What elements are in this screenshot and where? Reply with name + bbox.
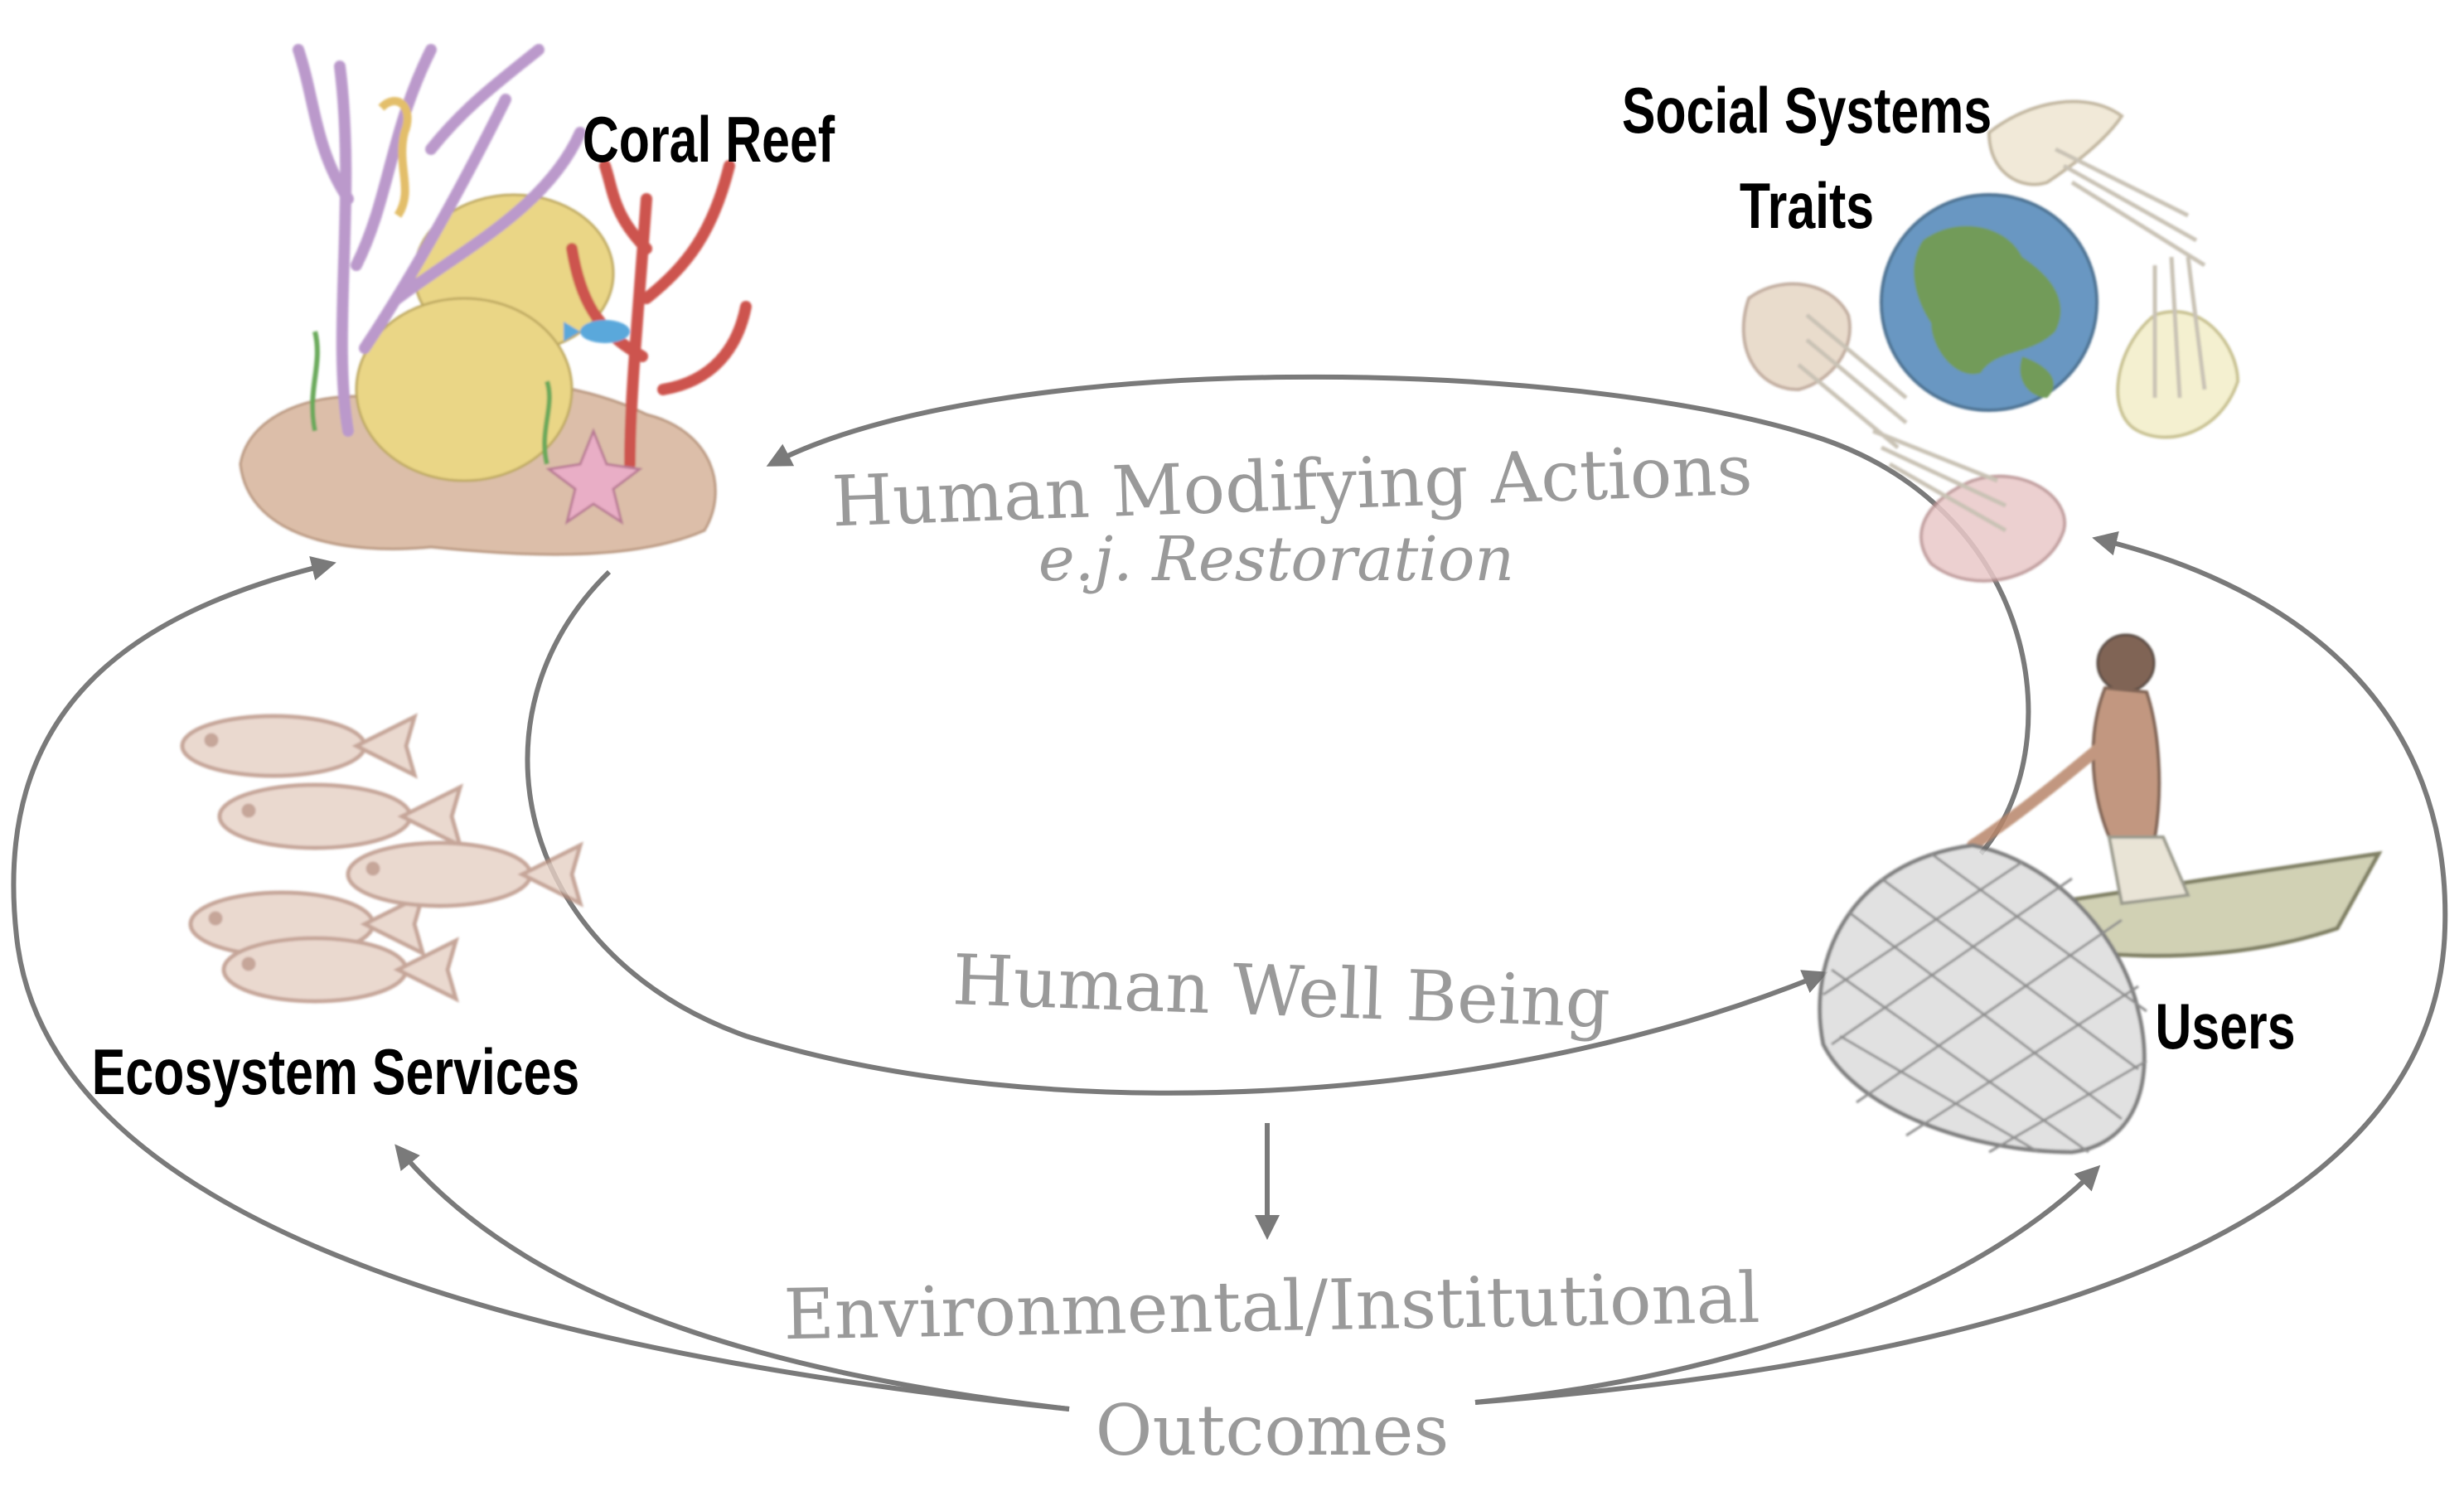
arrow-outcomes-to-social-systems	[1474, 531, 2448, 1405]
coral-reef-label: Coral Reef	[583, 104, 835, 176]
arrow-human-well-being	[525, 569, 1828, 1096]
arrow-human-modifying-actions	[766, 374, 2031, 855]
ecosystem-services-label: Ecosystem Services	[92, 1036, 579, 1108]
arrow-outcomes-to-users	[1474, 1164, 2101, 1405]
social-systems-label: Social Systems	[1622, 75, 1992, 147]
users-label: Users	[2155, 990, 2295, 1063]
flow-labels: Human Modifying Actions e.j. Restoration…	[783, 429, 1761, 1471]
outcomes-line2-label: Outcomes	[1096, 1390, 1450, 1471]
social-systems-traits-label: Traits	[1740, 170, 1874, 242]
outcomes-line1-label: Environmental/Institutional	[783, 1257, 1761, 1356]
arrow-outcomes-to-coral-reef	[11, 556, 1070, 1411]
restoration-example-label: e.j. Restoration	[1038, 524, 1514, 595]
fisherman-net-icon	[1818, 633, 2383, 1155]
arrow-outcomes-to-ecosystem-services	[395, 1144, 1070, 1411]
node-labels: Coral Reef Social Systems Traits Users E…	[92, 75, 2296, 1108]
human-well-being-label: Human Well Being	[951, 939, 1612, 1043]
cycle-arrows	[11, 374, 2448, 1411]
coral-reef-icon	[239, 44, 752, 556]
hands-globe-icon	[1741, 99, 2240, 583]
fish-icon	[180, 713, 583, 1004]
